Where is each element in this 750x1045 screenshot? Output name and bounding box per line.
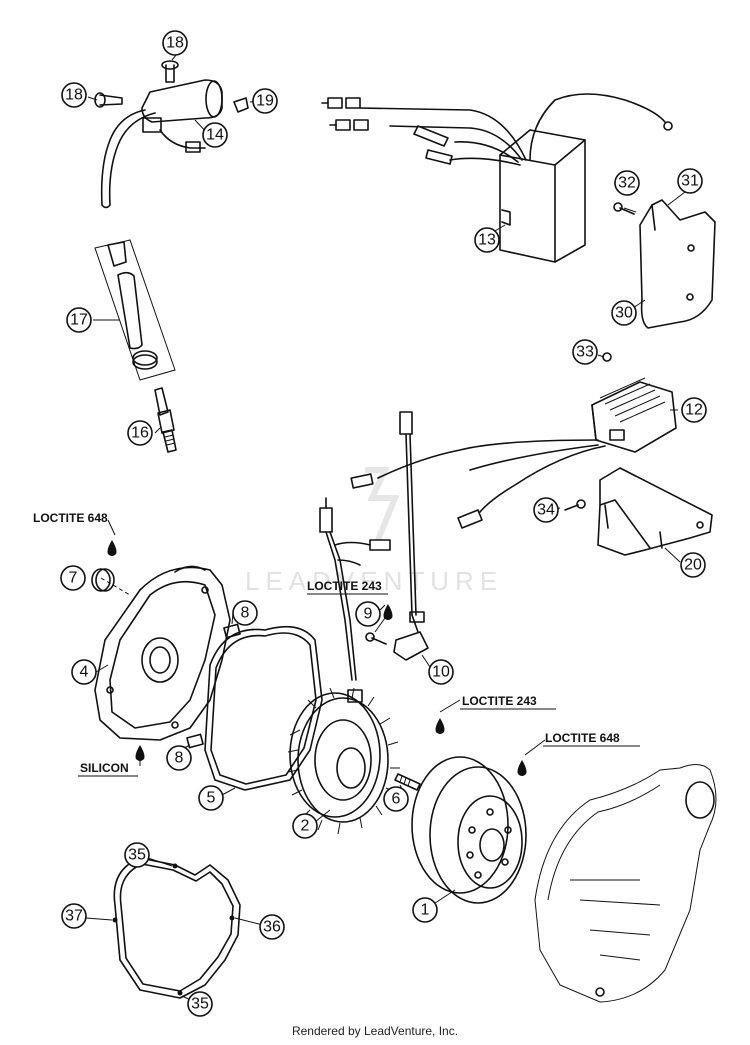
callout-37: 37 bbox=[61, 903, 87, 929]
regulator-bracket bbox=[597, 467, 713, 556]
ignition-cover bbox=[94, 565, 231, 741]
callout-30: 30 bbox=[611, 300, 637, 326]
svg-text:6: 6 bbox=[392, 791, 401, 808]
callout-14: 14 bbox=[202, 122, 228, 148]
cdi-unit bbox=[321, 93, 673, 263]
crankcase-outline bbox=[534, 764, 717, 1003]
footer-credit: Rendered by LeadVenture, Inc. bbox=[291, 1024, 459, 1038]
note-loctite-243-right: LOCTITE 243 bbox=[462, 694, 537, 708]
clip-19 bbox=[233, 97, 249, 113]
svg-text:33: 33 bbox=[576, 344, 594, 361]
spark-plug bbox=[154, 387, 177, 453]
svg-text:14: 14 bbox=[206, 127, 224, 144]
svg-text:18: 18 bbox=[65, 87, 83, 104]
callout-8-lower: 8 bbox=[166, 745, 192, 771]
svg-text:2: 2 bbox=[301, 818, 310, 835]
base-gasket bbox=[112, 857, 241, 999]
callout-35-top: 35 bbox=[124, 842, 150, 868]
spark-plug-cap-kit bbox=[94, 239, 176, 381]
svg-text:16: 16 bbox=[131, 425, 149, 442]
drop-loctite-243-mid bbox=[383, 604, 393, 620]
svg-text:8: 8 bbox=[175, 750, 184, 767]
voltage-regulator bbox=[591, 377, 677, 453]
stator bbox=[287, 687, 400, 835]
callout-6: 6 bbox=[383, 786, 409, 812]
svg-text:34: 34 bbox=[537, 502, 555, 519]
bolt-18-left bbox=[94, 92, 123, 108]
callout-4: 4 bbox=[71, 659, 97, 685]
stator-wiring bbox=[319, 497, 391, 681]
note-loctite-648-left: LOCTITE 648 bbox=[33, 511, 108, 525]
screw-32 bbox=[613, 202, 635, 215]
callout-16: 16 bbox=[127, 420, 153, 446]
callout-31: 31 bbox=[677, 168, 703, 194]
svg-text:18: 18 bbox=[166, 35, 184, 52]
dowel-8-upper bbox=[223, 623, 241, 639]
svg-text:5: 5 bbox=[207, 790, 216, 807]
svg-text:30: 30 bbox=[615, 305, 633, 322]
side-cover bbox=[639, 199, 716, 329]
svg-text:7: 7 bbox=[69, 570, 78, 587]
drop-loctite-243-right bbox=[435, 718, 445, 734]
screw-34 bbox=[564, 499, 586, 511]
svg-text:35: 35 bbox=[191, 996, 209, 1013]
pickup-sensor bbox=[393, 411, 429, 661]
svg-text:19: 19 bbox=[256, 93, 274, 110]
svg-text:36: 36 bbox=[263, 919, 281, 936]
svg-text:31: 31 bbox=[681, 173, 699, 190]
callout-7: 7 bbox=[60, 565, 86, 591]
callout-2: 2 bbox=[292, 813, 318, 839]
callout-32: 32 bbox=[614, 170, 640, 196]
note-loctite-243-mid: LOCTITE 243 bbox=[307, 579, 382, 593]
callout-20: 20 bbox=[680, 552, 706, 578]
drop-silicon bbox=[135, 745, 145, 761]
ignition-coil bbox=[100, 79, 223, 209]
svg-text:4: 4 bbox=[80, 664, 89, 681]
callout-5: 5 bbox=[198, 785, 224, 811]
oil-seal-7 bbox=[91, 568, 115, 592]
note-loctite-648-right: LOCTITE 648 bbox=[545, 731, 620, 745]
nut-33 bbox=[602, 352, 612, 362]
bolt-18-top bbox=[161, 60, 179, 83]
flywheel-rotor bbox=[411, 756, 527, 904]
callout-9: 9 bbox=[355, 601, 381, 627]
callout-19: 19 bbox=[252, 88, 278, 114]
svg-text:17: 17 bbox=[70, 312, 88, 329]
svg-text:8: 8 bbox=[241, 605, 250, 622]
drop-loctite-648-right bbox=[517, 760, 527, 776]
drop-loctite-648-left bbox=[107, 540, 117, 556]
callout-13: 13 bbox=[474, 227, 500, 253]
screw-9 bbox=[365, 632, 387, 645]
callout-8-upper: 8 bbox=[232, 600, 258, 626]
svg-text:13: 13 bbox=[478, 232, 496, 249]
watermark-logo: LEADVENTURE bbox=[245, 467, 503, 596]
svg-text:32: 32 bbox=[618, 175, 636, 192]
svg-text:1: 1 bbox=[421, 902, 430, 919]
svg-text:35: 35 bbox=[128, 847, 146, 864]
dowel-8-lower bbox=[186, 733, 204, 749]
cover-gasket bbox=[204, 625, 323, 791]
callout-17: 17 bbox=[66, 307, 92, 333]
callout-12: 12 bbox=[681, 397, 707, 423]
watermark-text: LEADVENTURE bbox=[245, 566, 503, 596]
callout-18-top: 18 bbox=[162, 30, 188, 56]
svg-text:12: 12 bbox=[685, 402, 703, 419]
callout-18-left: 18 bbox=[61, 82, 87, 108]
callout-34: 34 bbox=[533, 497, 559, 523]
callout-33: 33 bbox=[572, 339, 598, 365]
note-silicon: SILICON bbox=[80, 761, 129, 775]
svg-text:20: 20 bbox=[684, 557, 702, 574]
callout-1: 1 bbox=[412, 897, 438, 923]
callout-10: 10 bbox=[428, 659, 454, 685]
svg-text:37: 37 bbox=[65, 908, 83, 925]
callout-35-bottom: 35 bbox=[187, 991, 213, 1017]
svg-text:9: 9 bbox=[364, 606, 373, 623]
regulator-wiring bbox=[350, 439, 606, 529]
svg-text:10: 10 bbox=[432, 664, 450, 681]
callout-36: 36 bbox=[259, 914, 285, 940]
bolt-6 bbox=[394, 773, 421, 791]
